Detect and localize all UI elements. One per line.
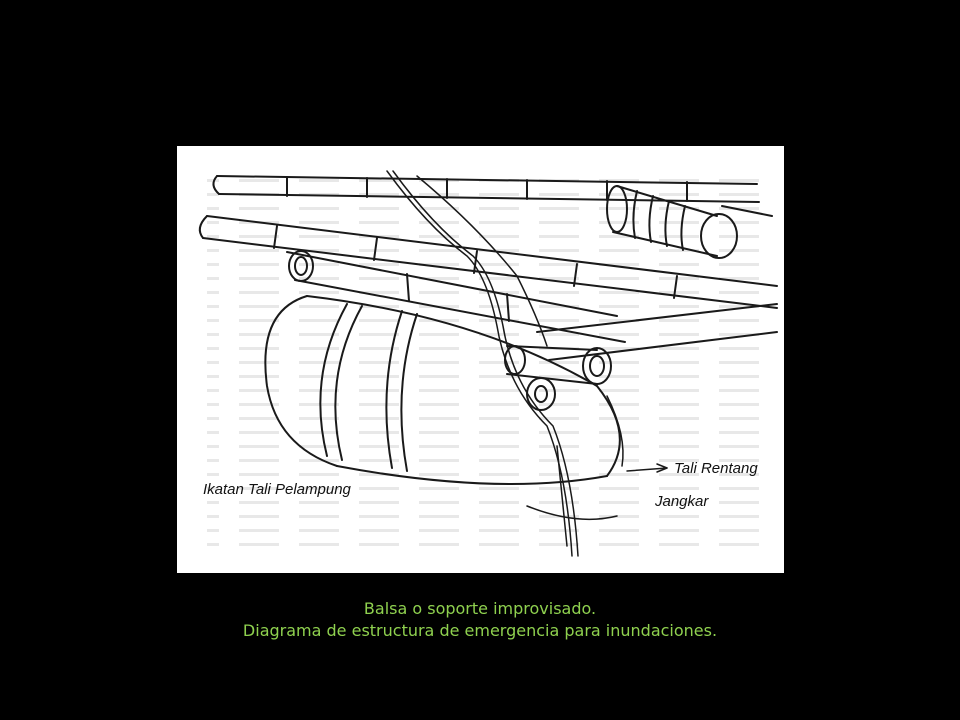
large-float-barrel <box>264 295 621 485</box>
hanging-rope <box>526 395 668 521</box>
background-text-texture <box>207 176 767 556</box>
caption-line-2: Diagrama de estructura de emergencia par… <box>242 621 718 640</box>
small-float-barrel <box>606 185 773 259</box>
raft-drawing: Ikatan Tali Pelampung Tali Rentang Jangk… <box>198 170 778 557</box>
anchor-label: Jangkar <box>654 493 709 510</box>
lower-bamboo-pole <box>504 303 778 385</box>
anchor-chain <box>386 170 579 557</box>
third-bamboo-pole <box>286 250 626 343</box>
hanging-rope-label: Tali Rentang <box>674 460 758 477</box>
float-rope-tie-label: Ikatan Tali Pelampung <box>203 481 352 498</box>
slide-caption: Balsa o soporte improvisado. Diagrama de… <box>0 598 960 642</box>
caption-line-1: Balsa o soporte improvisado. <box>363 599 597 618</box>
raft-diagram: Ikatan Tali Pelampung Tali Rentang Jangk… <box>177 146 784 573</box>
second-bamboo-pole <box>198 215 778 309</box>
